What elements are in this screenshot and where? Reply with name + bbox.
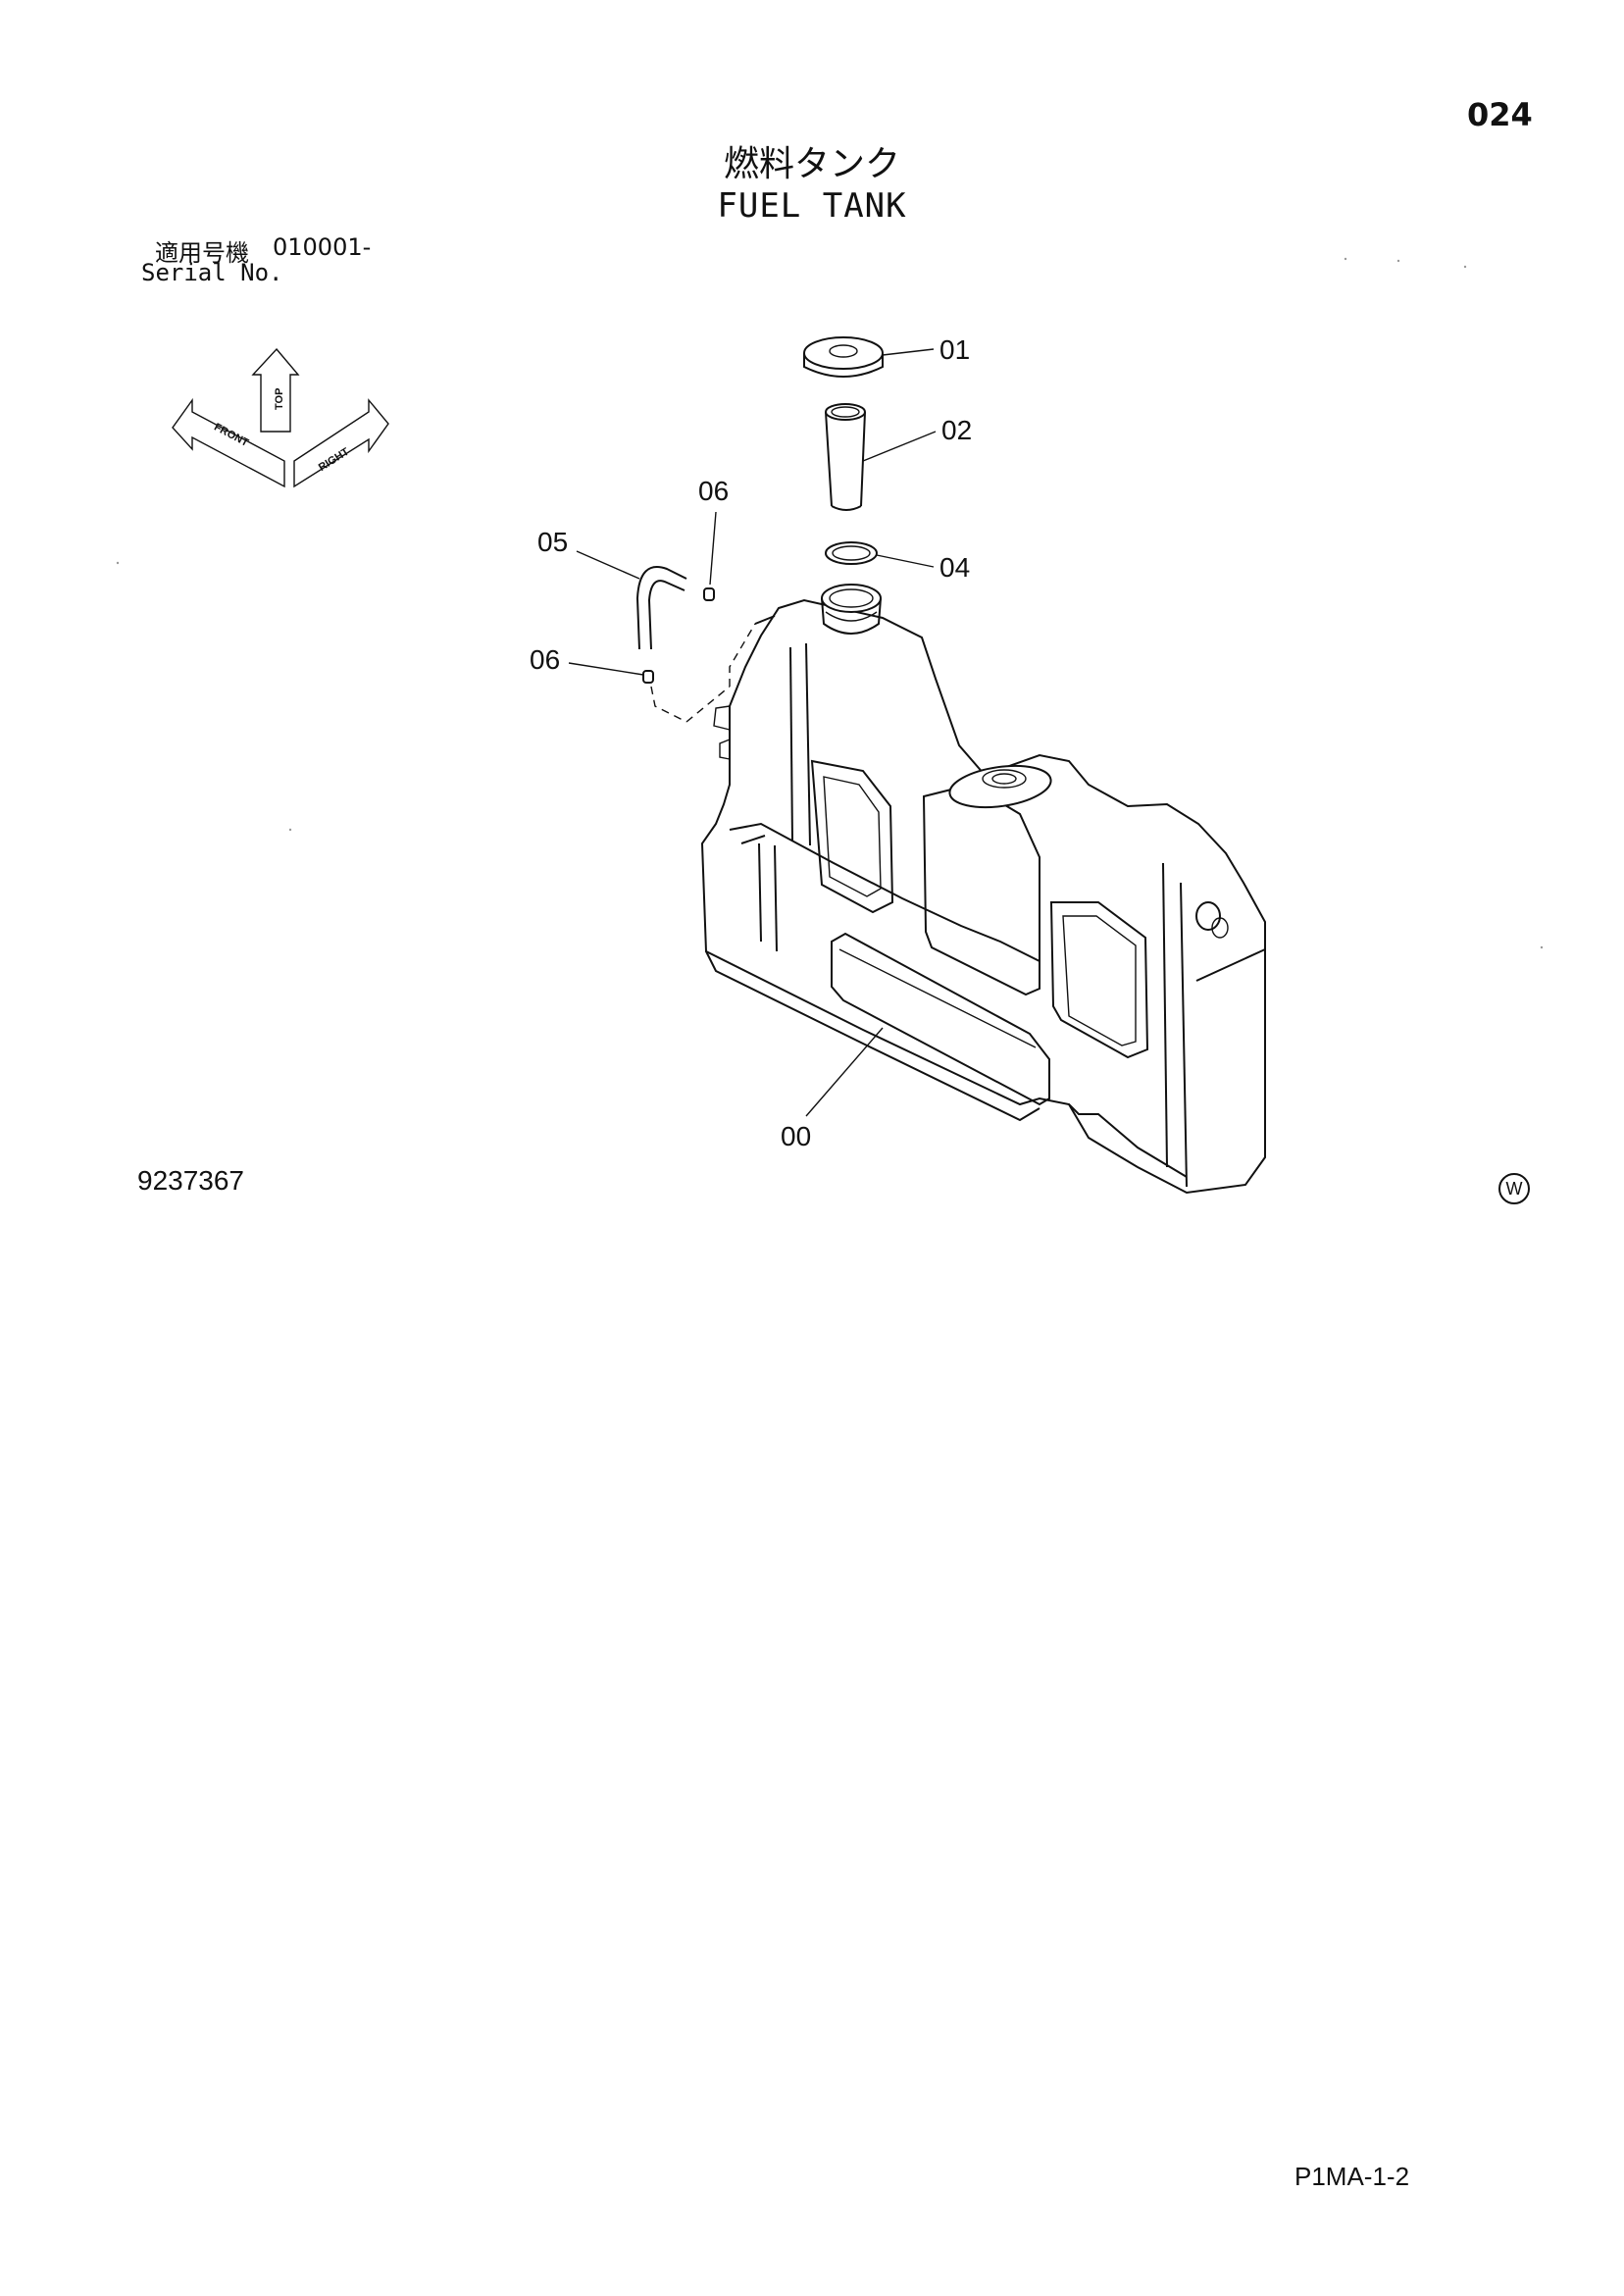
serial-label-english: Serial No.: [141, 259, 283, 286]
part-04-seal-ring: [825, 541, 878, 565]
callout-label-01: 01: [939, 334, 970, 365]
serial-label-japanese: 適用号機: [155, 239, 249, 267]
leader-line-02: [862, 431, 937, 462]
top-arrow-shape: [251, 347, 300, 433]
orientation-right-label: RIGHT: [317, 446, 352, 474]
page-number: 024: [1467, 96, 1533, 133]
part-01-cap: [803, 336, 884, 378]
leader-line-06-upper: [709, 511, 717, 586]
leader-line-04: [876, 554, 935, 568]
orientation-top-label: TOP: [274, 388, 285, 410]
callout-label-04: 04: [939, 552, 970, 583]
callout-label-00: 00: [781, 1121, 811, 1151]
leader-line-06-lower: [568, 662, 644, 676]
w-circle-mark: W: [1498, 1173, 1530, 1204]
page-title-japanese: 燃料タンク: [723, 144, 900, 184]
page-title-english: FUEL TANK: [717, 186, 907, 226]
assembly-guide-dashed: [650, 623, 756, 723]
callout-label-02: 02: [941, 415, 972, 445]
right-arrow-shape: [293, 398, 389, 488]
part-06-clip-upper: [703, 587, 715, 601]
leader-line-05: [576, 550, 640, 580]
callout-label-06-lower: 06: [530, 644, 560, 675]
serial-number-value: 010001-: [273, 233, 372, 261]
part-00-fuel-tank-body: [700, 584, 1266, 1195]
part-02-filler-pipe: [825, 403, 866, 511]
page-code: P1MA-1-2: [1294, 2162, 1410, 2191]
orientation-indicator: TOP FRONT RIGHT: [172, 347, 389, 488]
part-06-clip-lower: [642, 670, 654, 684]
callout-label-05: 05: [537, 527, 568, 557]
leader-line-00: [805, 1027, 884, 1117]
callout-label-06-upper: 06: [698, 476, 729, 506]
drawing-number: 9237367: [137, 1165, 245, 1196]
part-05-hose: [635, 566, 687, 650]
scan-artifact-dots: [116, 257, 1544, 949]
leader-line-01: [882, 348, 935, 356]
front-arrow-shape: [172, 397, 285, 488]
orientation-front-label: FRONT: [212, 421, 250, 449]
